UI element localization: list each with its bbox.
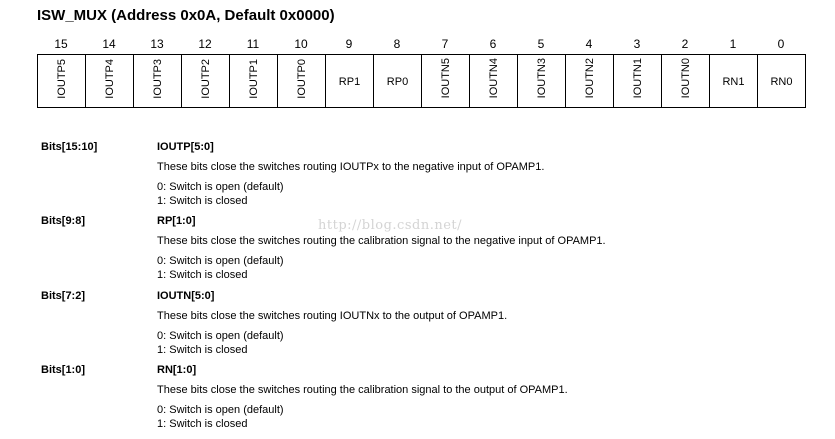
field-option-closed: 1: Switch is closed (157, 195, 248, 207)
bit-cell-2: IOUTN0 (661, 54, 710, 108)
field-option-closed: 1: Switch is closed (157, 344, 248, 356)
field-name: IOUTP[5:0] (157, 141, 214, 153)
field-option-open: 0: Switch is open (default) (157, 255, 284, 267)
bit-cell-6: IOUTN4 (469, 54, 518, 108)
bit-cell-15: IOUTP5 (37, 54, 86, 108)
bit-label: RN0 (770, 76, 793, 88)
bit-number: 14 (102, 37, 116, 51)
field-bits-label: Bits[9:8] (41, 215, 86, 227)
bit-number: 1 (729, 37, 737, 51)
bit-cell-3: IOUTN1 (613, 54, 662, 108)
bit-number: 5 (537, 37, 545, 51)
field-option-open: 0: Switch is open (default) (157, 330, 284, 342)
field-name: IOUTN[5:0] (157, 290, 215, 302)
bit-cell-13: IOUTP3 (133, 54, 182, 108)
field-option-open: 0: Switch is open (default) (157, 404, 284, 416)
bit-cell-4: IOUTN2 (565, 54, 614, 108)
bit-cell-0: RN0 (757, 54, 806, 108)
register-bit-row: IOUTP5 IOUTP4 IOUTP3 IOUTP2 IOUTP1 IOUTP… (37, 54, 806, 108)
watermark-text: http://blog.csdn.net/ (318, 218, 462, 233)
field-bits-label: Bits[15:10] (41, 141, 98, 153)
field-description: These bits close the switches routing th… (157, 235, 606, 247)
bit-number: 7 (441, 37, 449, 51)
field-option-closed: 1: Switch is closed (157, 269, 248, 281)
field-description: These bits close the switches routing th… (157, 384, 568, 396)
register-bit-table: IOUTP5 IOUTP4 IOUTP3 IOUTP2 IOUTP1 IOUTP… (37, 54, 806, 108)
field-option-closed: 1: Switch is closed (157, 418, 248, 430)
bit-number: 9 (345, 37, 353, 51)
field-name: RN[1:0] (157, 364, 197, 376)
field-description: These bits close the switches routing IO… (157, 310, 508, 322)
bit-label: RP0 (386, 76, 409, 88)
bit-number: 10 (294, 37, 308, 51)
bit-label: RN1 (722, 76, 745, 88)
field-bits-label: Bits[7:2] (41, 290, 86, 302)
bit-number: 3 (633, 37, 641, 51)
field-description: These bits close the switches routing IO… (157, 161, 545, 173)
bit-number: 15 (54, 37, 68, 51)
bit-cell-12: IOUTP2 (181, 54, 230, 108)
bit-number: 8 (393, 37, 401, 51)
bit-number: 11 (246, 37, 260, 51)
bit-number: 4 (585, 37, 593, 51)
bit-cell-10: IOUTP0 (277, 54, 326, 108)
bit-cell-9: RP1 (325, 54, 374, 108)
bit-cell-11: IOUTP1 (229, 54, 278, 108)
bit-number: 6 (489, 37, 497, 51)
bit-number-row: 15 14 13 12 11 10 9 8 7 6 5 4 3 2 1 0 (37, 37, 806, 51)
bit-number: 13 (150, 37, 164, 51)
field-name: RP[1:0] (157, 215, 196, 227)
bit-cell-5: IOUTN3 (517, 54, 566, 108)
bit-number: 0 (777, 37, 785, 51)
field-option-open: 0: Switch is open (default) (157, 181, 284, 193)
bit-number: 2 (681, 37, 689, 51)
field-bits-label: Bits[1:0] (41, 364, 86, 376)
bit-label: RP1 (338, 76, 361, 88)
bit-cell-1: RN1 (709, 54, 758, 108)
register-title: ISW_MUX (Address 0x0A, Default 0x0000) (37, 7, 335, 24)
bit-number: 12 (198, 37, 212, 51)
bit-cell-14: IOUTP4 (85, 54, 134, 108)
